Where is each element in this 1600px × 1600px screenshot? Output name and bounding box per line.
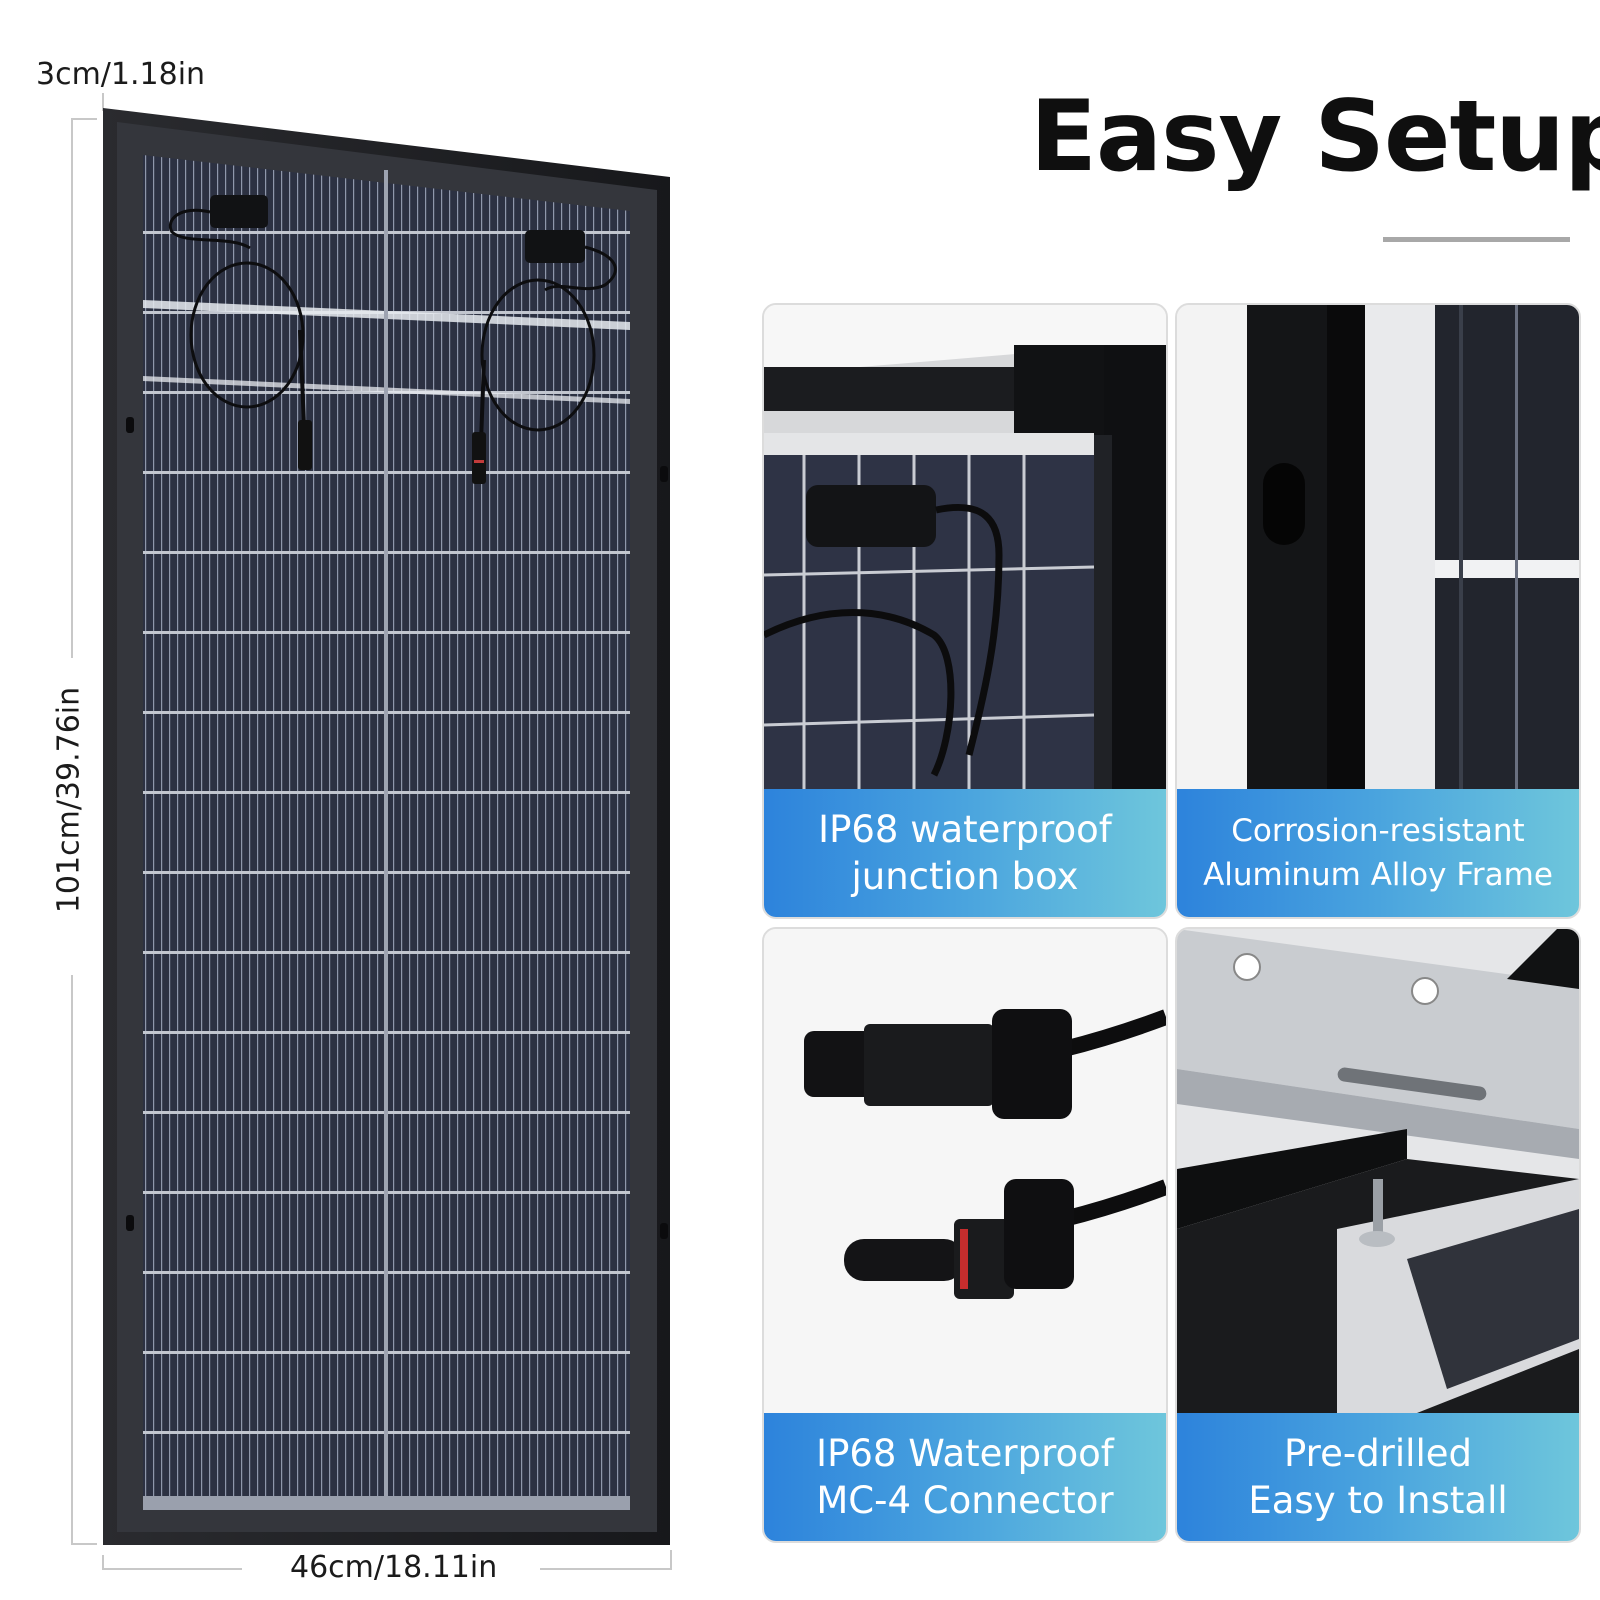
aluminum-frame-caption: Corrosion-resistant Aluminum Alloy Frame (1177, 789, 1579, 917)
frame-photo (1177, 305, 1579, 789)
mc4-connector-caption: IP68 Waterproof MC-4 Connector (764, 1413, 1166, 1541)
width-tick-right (670, 1550, 672, 1570)
height-guide-bottom (71, 975, 73, 1545)
feature-card-pre-drilled: Pre-drilled Easy to Install (1175, 927, 1581, 1543)
bracket-photo (1177, 929, 1579, 1413)
caption-line-2: MC-4 Connector (816, 1479, 1114, 1522)
page-title: Easy Setup (1030, 80, 1600, 194)
caption-line-1: Corrosion-resistant (1231, 813, 1525, 849)
height-tick-top (71, 118, 97, 120)
width-tick-left (102, 1555, 104, 1570)
feature-card-aluminum-frame: Corrosion-resistant Aluminum Alloy Frame (1175, 303, 1581, 919)
height-guide-top (71, 118, 73, 658)
feature-card-junction-box: IP68 waterproof junction box (762, 303, 1168, 919)
thickness-dimension-label: 3cm/1.18in (36, 57, 206, 92)
pre-drilled-caption: Pre-drilled Easy to Install (1177, 1413, 1579, 1541)
caption-line-1: IP68 Waterproof (816, 1432, 1114, 1475)
solar-panel-svg (103, 108, 670, 1545)
caption-line-2: Easy to Install (1248, 1479, 1508, 1522)
feature-card-mc4-connector: IP68 Waterproof MC-4 Connector (762, 927, 1168, 1543)
junction-box-photo (764, 305, 1166, 789)
caption-line-2: junction box (851, 855, 1079, 898)
junction-box-caption: IP68 waterproof junction box (764, 789, 1166, 917)
width-guide-right (540, 1568, 672, 1570)
height-tick-bottom (71, 1543, 97, 1545)
caption-line-1: IP68 waterproof (818, 808, 1112, 851)
connector-photo (764, 929, 1166, 1413)
caption-line-2: Aluminum Alloy Frame (1203, 857, 1553, 893)
width-guide-left (102, 1568, 242, 1570)
width-dimension-label: 46cm/18.11in (290, 1550, 498, 1585)
thickness-tick (102, 93, 104, 111)
solar-panel-illustration (0, 0, 700, 1560)
caption-line-1: Pre-drilled (1284, 1432, 1472, 1475)
title-underline (1383, 237, 1570, 242)
